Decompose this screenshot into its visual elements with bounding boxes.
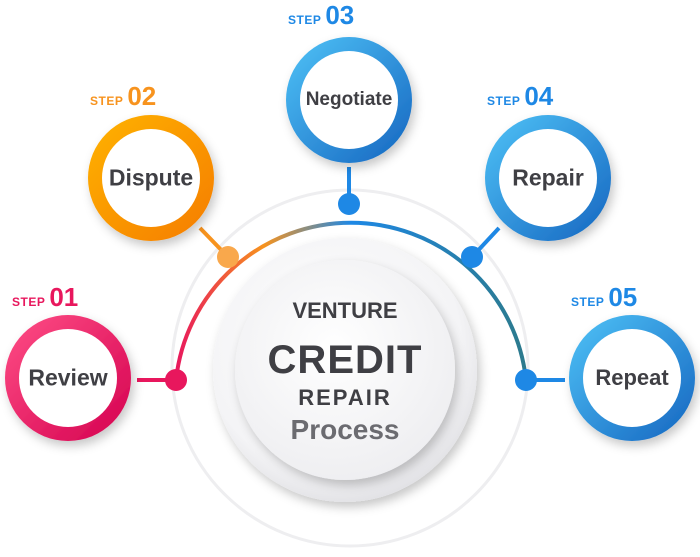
- step-word: STEP: [487, 94, 521, 108]
- step-node-04: [485, 115, 611, 241]
- center-inner-disc: [235, 260, 455, 480]
- step-number: 01: [49, 282, 79, 312]
- step-number: 02: [127, 81, 157, 111]
- step-node-01: [5, 315, 131, 441]
- step-label-dispute: Dispute: [108, 164, 194, 191]
- process-arc: [174, 220, 528, 381]
- center-title-credit: CREDIT: [267, 338, 423, 382]
- step-node-02: [88, 115, 214, 241]
- step-number: 04: [524, 81, 554, 111]
- step-number: 03: [325, 0, 355, 30]
- joint-dots: [165, 193, 537, 391]
- step-label-review: Review: [28, 364, 108, 391]
- step-label-repair: Repair: [512, 164, 584, 191]
- step-number: 05: [608, 282, 638, 312]
- center-title-venture: VENTURE: [292, 298, 398, 323]
- step-node-03: [286, 37, 412, 163]
- step-label-repeat: Repeat: [595, 365, 669, 390]
- step-word: STEP: [571, 295, 605, 309]
- step-word: STEP: [12, 295, 46, 309]
- center-title-repair: REPAIR: [298, 385, 392, 410]
- step-label-negotiate: Negotiate: [305, 89, 393, 110]
- step-word: STEP: [288, 13, 322, 27]
- center-title-process: Process: [290, 414, 400, 445]
- step-node-05: [569, 315, 695, 441]
- step-word: STEP: [90, 94, 124, 108]
